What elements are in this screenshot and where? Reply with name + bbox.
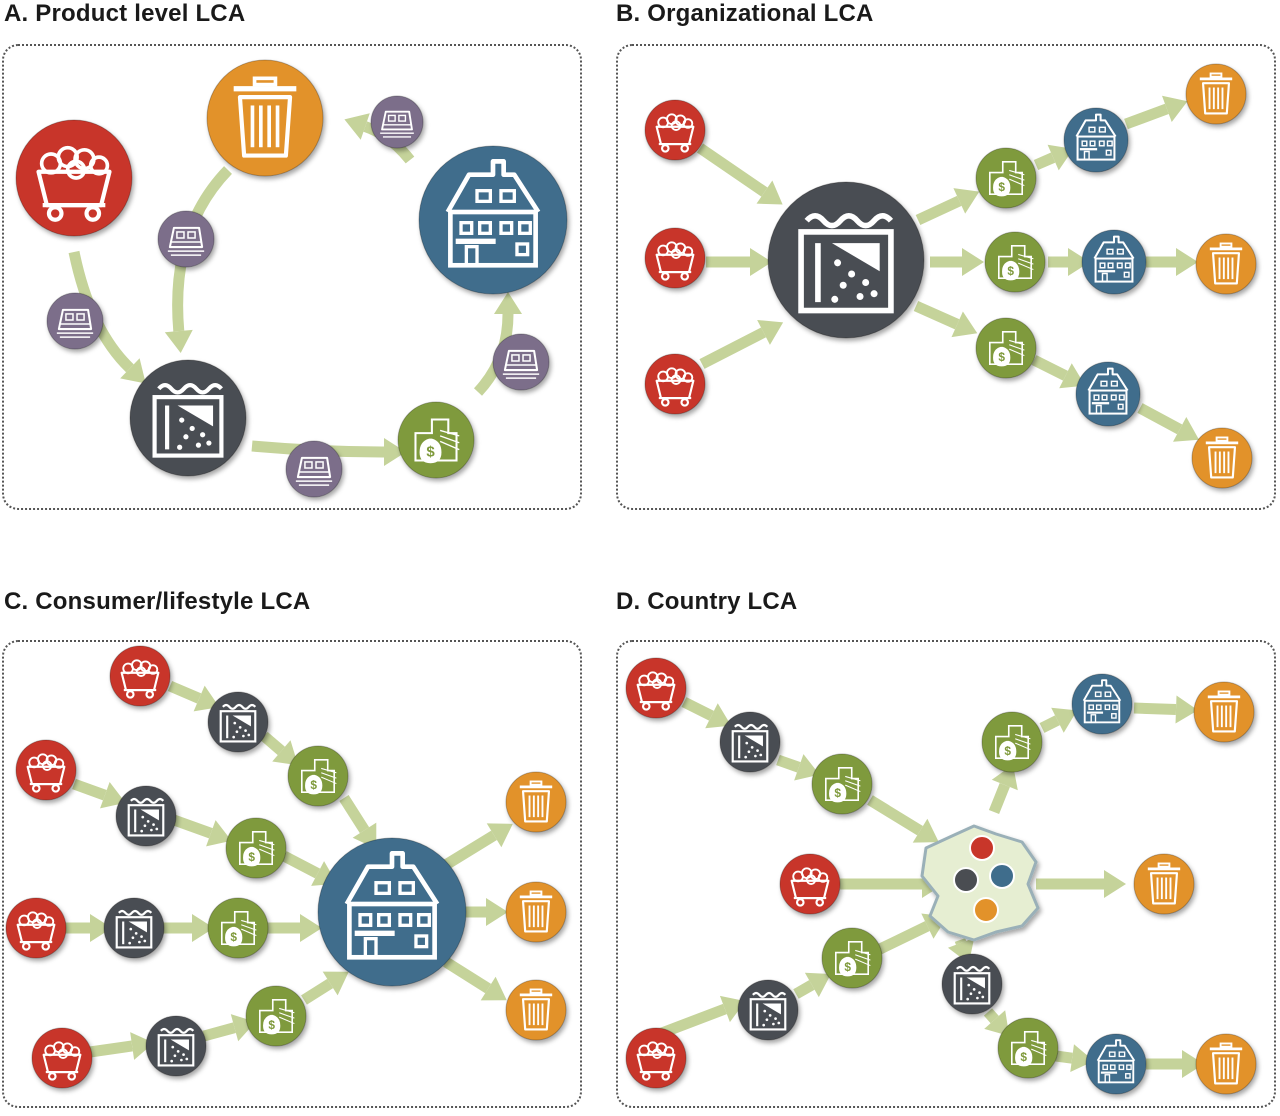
panel-d-retail-2-money-bag-icon bbox=[981, 711, 1043, 773]
panel-d-retail-3-money-bag-icon bbox=[821, 927, 883, 989]
panel-d-factory-1-factory-icon bbox=[719, 711, 781, 773]
panel-c-arrow-house-waste3 bbox=[443, 957, 507, 1001]
panel-d-house-2-house-icon bbox=[1085, 1033, 1147, 1095]
panel-c-factory-3-factory-icon bbox=[103, 897, 165, 959]
panel-d-factory-2-factory-icon bbox=[941, 953, 1003, 1015]
panel-c-raw-1-mine-cart-icon bbox=[109, 645, 171, 707]
panel-c-raw-2-mine-cart-icon bbox=[15, 739, 77, 801]
panel-b-retail-2-money-bag-icon bbox=[984, 231, 1046, 293]
panel-d-arrow-factory1-retail1 bbox=[776, 754, 820, 781]
panel-b-arrow-org-to-retail2 bbox=[930, 248, 984, 276]
arrow-layer bbox=[64, 95, 1204, 1078]
panel-c-raw-4-mine-cart-icon bbox=[31, 1027, 93, 1089]
panel-a-house-house-icon bbox=[418, 145, 568, 295]
panel-b-arrow-raw1 bbox=[696, 143, 783, 205]
panel-b-arrow-org-to-retail3 bbox=[913, 300, 978, 338]
panel-b-arrow-retail2-to-house2 bbox=[1048, 248, 1090, 276]
panel-c-arrow-house-waste1 bbox=[441, 823, 513, 871]
panel-a-transport-1-train-icon bbox=[370, 95, 424, 149]
panel-c-arrow-r1b bbox=[260, 731, 299, 766]
panel-b-waste-2-trash-can-icon bbox=[1195, 233, 1257, 295]
panel-d-country-map-icon bbox=[920, 824, 1040, 942]
panel-d-title: D. Country LCA bbox=[616, 588, 798, 615]
panel-b-house-1-house-icon bbox=[1063, 107, 1129, 173]
panel-c-title: C. Consumer/lifestyle LCA bbox=[4, 588, 311, 615]
panel-c-retail-2-money-bag-icon bbox=[225, 817, 287, 879]
panel-c-factory-4-factory-icon bbox=[145, 1015, 207, 1077]
panel-c-arrow-r3a bbox=[64, 914, 112, 942]
panel-b-factory-factory-icon bbox=[767, 181, 925, 339]
panel-c-raw-3-mine-cart-icon bbox=[5, 897, 67, 959]
panel-a-raw-mine-cart-icon bbox=[15, 119, 133, 237]
panel-d-raw-3-mine-cart-icon bbox=[625, 1027, 687, 1089]
panel-d-arrow-house2-waste3 bbox=[1146, 1050, 1204, 1078]
panel-d-raw-2-mine-cart-icon bbox=[779, 853, 841, 915]
panel-d-house-1-house-icon bbox=[1071, 673, 1133, 735]
node-layer bbox=[5, 59, 1257, 1095]
panel-c-house-house-icon bbox=[317, 837, 467, 987]
panel-a-transport-3-train-icon bbox=[46, 292, 104, 350]
panel-b-title: B. Organizational LCA bbox=[616, 0, 874, 27]
panel-b-arrow-house3-to-waste3 bbox=[1137, 403, 1200, 442]
panel-d-waste-2-trash-can-icon bbox=[1133, 853, 1195, 915]
panel-d-arrow-retail4-house2 bbox=[1055, 1044, 1094, 1073]
panel-a-retail-money-bag-icon bbox=[397, 401, 475, 479]
panel-c-waste-2-trash-can-icon bbox=[505, 881, 567, 943]
panel-b-arrow-org-to-retail1 bbox=[915, 188, 980, 225]
panel-d-arrow-retail2-house1 bbox=[1039, 707, 1078, 733]
panel-d-arrow-factory2-retail4 bbox=[983, 1008, 1010, 1036]
panel-c-retail-1-money-bag-icon bbox=[287, 745, 349, 807]
panel-c-arrow-r3b bbox=[162, 914, 214, 942]
panel-b-arrow-raw2 bbox=[706, 248, 772, 276]
panel-a-waste-trash-can-icon bbox=[206, 59, 324, 177]
panel-b-arrow-raw3 bbox=[699, 319, 784, 369]
panel-c-waste-3-trash-can-icon bbox=[505, 979, 567, 1041]
panel-b-frame bbox=[616, 44, 1276, 510]
panel-d-retail-1-money-bag-icon bbox=[811, 753, 873, 815]
panel-b-arrow-house1-to-waste1 bbox=[1124, 95, 1188, 130]
panel-d-arrow-retail1-country bbox=[867, 795, 939, 843]
panel-c-arrow-r3c bbox=[266, 914, 322, 942]
panel-c-factory-2-factory-icon bbox=[115, 785, 177, 847]
panel-d-factory-3-factory-icon bbox=[737, 979, 799, 1041]
panel-b-raw-3-mine-cart-icon bbox=[644, 353, 706, 415]
panel-c-factory-1-factory-icon bbox=[207, 691, 269, 753]
panel-b-house-2-house-icon bbox=[1081, 229, 1147, 295]
panel-c-arrow-r2b bbox=[172, 814, 232, 847]
panel-b-raw-1-mine-cart-icon bbox=[644, 99, 706, 161]
panel-d-arrow-country-waste2 bbox=[1036, 870, 1126, 898]
panel-c-arrow-r4c bbox=[301, 971, 349, 1005]
panel-d-raw-1-mine-cart-icon bbox=[625, 657, 687, 719]
panel-b-retail-3-money-bag-icon bbox=[975, 317, 1037, 379]
panel-b-retail-1-money-bag-icon bbox=[975, 147, 1037, 209]
panel-a-factory-factory-icon bbox=[129, 359, 247, 477]
panel-b-raw-2-mine-cart-icon bbox=[644, 227, 706, 289]
panel-c-waste-1-trash-can-icon bbox=[505, 771, 567, 833]
panel-c-retail-3-money-bag-icon bbox=[207, 897, 269, 959]
panel-d-arrow-house1-waste1 bbox=[1133, 695, 1198, 724]
panel-a-title: A. Product level LCA bbox=[4, 0, 246, 27]
panel-d-waste-3-trash-can-icon bbox=[1195, 1033, 1257, 1095]
panel-d-arrow-raw1-factory1 bbox=[681, 697, 732, 729]
panel-d-waste-1-trash-can-icon bbox=[1193, 681, 1255, 743]
panel-a-transport-4-train-icon bbox=[285, 440, 343, 498]
panel-d-retail-4-money-bag-icon bbox=[997, 1017, 1059, 1079]
panel-b-waste-1-trash-can-icon bbox=[1185, 63, 1247, 125]
panel-d-arrow-factory3-retail3 bbox=[793, 972, 831, 999]
panel-c-arrow-r4a bbox=[89, 1032, 154, 1060]
panel-c-arrow-house-waste2 bbox=[462, 898, 508, 926]
panel-b-house-3-house-icon bbox=[1075, 361, 1141, 427]
panel-b-waste-3-trash-can-icon bbox=[1191, 427, 1253, 489]
panel-c-retail-4-money-bag-icon bbox=[245, 985, 307, 1047]
panel-a-transport-5-train-icon bbox=[492, 333, 550, 391]
panel-a-transport-2-train-icon bbox=[157, 210, 215, 268]
panel-b-arrow-house2-to-waste2 bbox=[1146, 248, 1198, 276]
